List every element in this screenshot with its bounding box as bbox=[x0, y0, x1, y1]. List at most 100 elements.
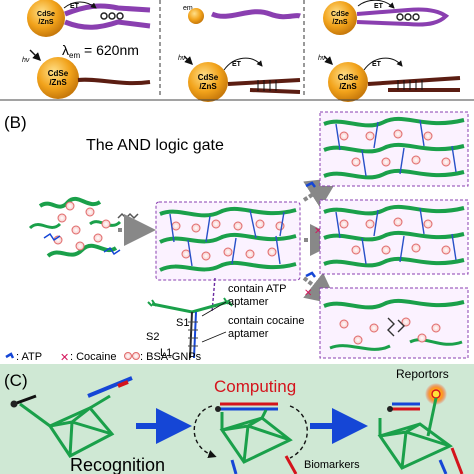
recognition-strand bbox=[230, 459, 238, 474]
panel-b-title: The AND logic gate bbox=[86, 137, 224, 154]
legend: : ATP ✕ : Cocaine : BSA-GNPs bbox=[5, 351, 202, 364]
svg-text:/ZnS: /ZnS bbox=[49, 78, 67, 87]
biomarker-strand bbox=[450, 447, 464, 474]
quencher-dot bbox=[10, 400, 18, 408]
et-label: ET bbox=[70, 3, 80, 10]
quantum-dot: CdSe /ZnS bbox=[188, 62, 228, 102]
aptamer-strand bbox=[210, 9, 301, 20]
crosslinked-hydrogel bbox=[159, 206, 297, 272]
dye-dot bbox=[404, 13, 412, 21]
hv-label: hν bbox=[178, 55, 186, 62]
quencher-dot bbox=[215, 406, 221, 412]
dna-tetrahedron bbox=[19, 394, 115, 458]
crosslinked-gel-box bbox=[155, 201, 301, 281]
em-label: em bbox=[183, 5, 193, 12]
reporter-fluorophore bbox=[431, 389, 441, 399]
dna-tetrahedron bbox=[377, 418, 453, 470]
dna-strand bbox=[77, 77, 151, 86]
svg-text:CdSe: CdSe bbox=[338, 73, 359, 82]
atp-aptamer-note: aptamer bbox=[228, 296, 269, 308]
panel-c-drawing: (C) Recognition Computing Biomarkers bbox=[0, 364, 474, 474]
svg-text:/ZnS: /ZnS bbox=[38, 19, 53, 26]
reporters-label: Reportors bbox=[396, 367, 449, 381]
dye-dot bbox=[116, 12, 124, 20]
recognition-label: Recognition bbox=[70, 455, 165, 474]
callout-line bbox=[201, 331, 227, 343]
panel-a: CdSe /ZnS ET CdSe /ZnS hν λem = 620nm em… bbox=[0, 0, 474, 106]
cocaine-icon: ✕ bbox=[304, 288, 312, 299]
gel-network bbox=[323, 204, 465, 268]
et-arrow bbox=[363, 57, 403, 71]
quantum-dot: CdSe /ZnS bbox=[323, 1, 357, 35]
crosslinker-detail bbox=[147, 297, 233, 359]
quantum-dot bbox=[188, 8, 204, 24]
atp-aptamer-note: contain ATP bbox=[228, 283, 287, 295]
lambda-em-label: λem = 620nm bbox=[62, 42, 139, 60]
atp-icon bbox=[305, 271, 316, 278]
atp-icon bbox=[305, 181, 316, 188]
gel-network bbox=[323, 116, 465, 180]
computing-cycle-arrow bbox=[193, 405, 217, 459]
quantum-dot: CdSe /ZnS bbox=[328, 62, 368, 102]
et-label: ET bbox=[232, 61, 242, 68]
dye-dot bbox=[100, 12, 108, 20]
biomarker-strand bbox=[284, 455, 298, 474]
legend-atp: : ATP bbox=[16, 351, 42, 363]
gel-network bbox=[323, 298, 465, 351]
et-arrow bbox=[63, 1, 97, 9]
probe-strand bbox=[13, 394, 37, 406]
recognition-strand bbox=[87, 376, 133, 398]
computing-label: Computing bbox=[214, 377, 296, 396]
hv-label: hν bbox=[22, 57, 30, 64]
zoom-link bbox=[211, 277, 216, 313]
svg-text:CdSe: CdSe bbox=[198, 73, 219, 82]
dna-strand bbox=[367, 76, 461, 86]
legend-gnps: : BSA-GNPs bbox=[140, 351, 202, 363]
panel-a-drawing: CdSe /ZnS ET CdSe /ZnS hν λem = 620nm em… bbox=[0, 0, 474, 102]
aptamer-strand bbox=[356, 7, 450, 27]
cocaine-aptamer-note: aptamer bbox=[228, 328, 269, 340]
gnp-icon bbox=[124, 352, 132, 360]
et-arrow bbox=[357, 0, 395, 9]
base-pairs bbox=[257, 80, 277, 91]
strand-l1-label: L1 bbox=[160, 347, 172, 359]
svg-text:CdSe: CdSe bbox=[48, 69, 69, 78]
svg-text:/ZnS: /ZnS bbox=[199, 82, 217, 91]
svg-text:/ZnS: /ZnS bbox=[339, 82, 357, 91]
atp-icon bbox=[5, 352, 15, 359]
callout-line bbox=[201, 301, 227, 317]
gnp-icon bbox=[132, 352, 140, 360]
strand-s1-label: S1 bbox=[176, 317, 189, 329]
recognition-strand bbox=[117, 380, 129, 388]
computing-cycle-arrow bbox=[289, 405, 308, 459]
hv-label: hν bbox=[318, 55, 326, 62]
strand-s2-label: S2 bbox=[146, 331, 159, 343]
excitation-arrow bbox=[183, 55, 193, 65]
svg-text:CdSe: CdSe bbox=[37, 11, 55, 18]
panel-b-drawing: (B) The AND logic gate bbox=[4, 111, 469, 364]
legend-cocaine: : Cocaine bbox=[70, 351, 116, 363]
dna-tetrahedron bbox=[219, 409, 293, 464]
et-label: ET bbox=[372, 61, 382, 68]
panel-c-label: (C) bbox=[4, 371, 28, 390]
aptamer-strand bbox=[64, 19, 151, 30]
recognition-strand bbox=[438, 459, 448, 474]
excitation-arrow bbox=[323, 55, 333, 65]
quantum-dot: CdSe /ZnS bbox=[37, 57, 79, 99]
et-arrow bbox=[223, 57, 263, 71]
svg-text:CdSe: CdSe bbox=[331, 11, 349, 18]
panel-c: (C) Recognition Computing Biomarkers bbox=[0, 364, 474, 474]
cocaine-icon: ✕ bbox=[314, 226, 322, 237]
cocaine-aptamer-note: contain cocaine bbox=[228, 315, 304, 327]
base-pairs bbox=[397, 80, 423, 90]
dye-dot bbox=[396, 13, 404, 21]
et-label: ET bbox=[374, 3, 384, 10]
cocaine-icon: ✕ bbox=[60, 352, 69, 364]
biomarkers-label: Biomarkers bbox=[304, 459, 360, 471]
svg-text:/ZnS: /ZnS bbox=[332, 19, 347, 26]
quantum-dot: CdSe /ZnS bbox=[27, 0, 65, 37]
dye-dot bbox=[412, 13, 420, 21]
panel-b: (B) The AND logic gate bbox=[0, 106, 474, 364]
panel-b-label: (B) bbox=[4, 113, 27, 132]
quencher-dot bbox=[387, 406, 393, 412]
